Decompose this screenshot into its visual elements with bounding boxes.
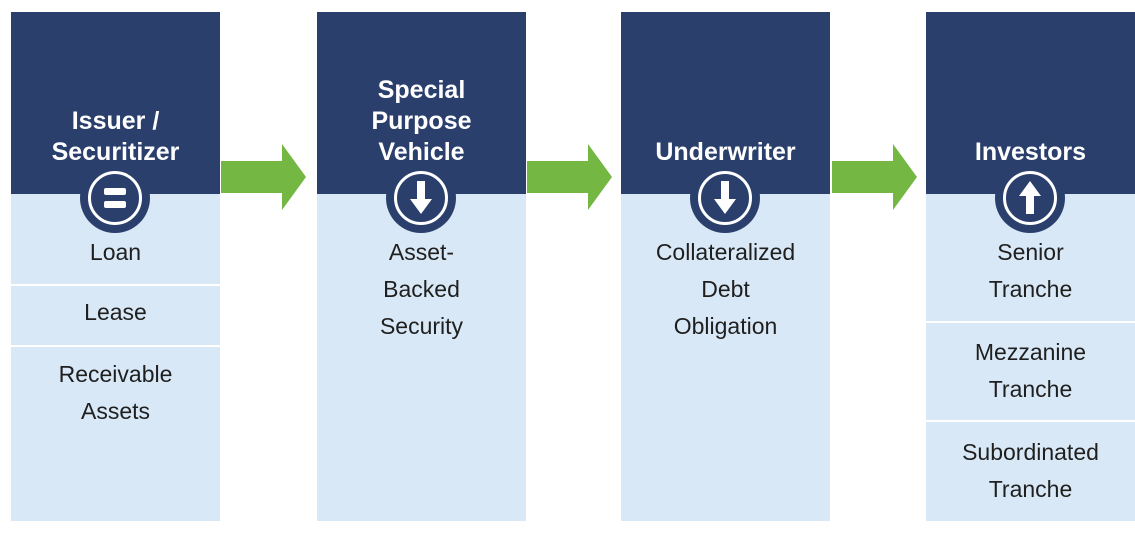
right-arrow-icon <box>832 144 917 210</box>
right-arrow-icon <box>527 144 612 210</box>
column-title: Issuer / Securitizer <box>52 106 180 168</box>
column-item-line: Lease <box>84 299 147 325</box>
column-body: Collateralized Debt Obligation <box>621 194 830 521</box>
column-item-line: Senior <box>997 239 1064 265</box>
column-special-purpose-vehicle: Special Purpose Vehicle Asset- Backed Se… <box>317 12 526 521</box>
column-item: Collateralized Debt Obligation <box>621 234 830 345</box>
column-underwriter: Underwriter Collateralized Debt Obligati… <box>621 12 830 521</box>
up-arrow-circle-icon <box>995 163 1065 233</box>
column-item-line: Subordinated <box>962 439 1099 465</box>
column-title-line: Issuer / <box>71 107 160 135</box>
column-item-line: Security <box>379 313 464 339</box>
column-item: Loan <box>11 234 220 271</box>
column-item: Lease <box>11 294 220 331</box>
column-item-line: Receivable <box>58 361 173 387</box>
column-issuer-securitizer: Issuer / Securitizer Loan Lease Receivab… <box>11 12 220 521</box>
column-item-line: Collateralized <box>655 239 796 265</box>
column-investors: Investors Senior Tranche Mezzanine Tranc… <box>926 12 1135 521</box>
column-item-line: Tranche <box>988 376 1073 402</box>
column-item-line: Mezzanine <box>974 339 1087 365</box>
column-title: Special Purpose Vehicle <box>371 75 471 168</box>
column-title: Underwriter <box>655 137 795 168</box>
column-item-line: Tranche <box>988 476 1073 502</box>
column-body: Senior Tranche Mezzanine Tranche Subordi… <box>926 194 1135 521</box>
item-divider <box>926 420 1135 422</box>
item-divider <box>926 321 1135 323</box>
item-divider <box>11 345 220 347</box>
column-item-line: Backed <box>383 276 460 302</box>
column-item-line: Tranche <box>988 276 1073 302</box>
column-item: Senior Tranche <box>926 234 1135 308</box>
down-arrow-circle-icon <box>386 163 456 233</box>
down-arrow-circle-icon <box>690 163 760 233</box>
column-item-line: Loan <box>89 239 142 265</box>
column-item-line: Assets <box>80 398 151 424</box>
column-title-line: Securitizer <box>51 138 180 166</box>
column-title-line: Underwriter <box>655 138 796 166</box>
column-item-line: Asset- <box>388 239 455 265</box>
column-item: Subordinated Tranche <box>926 434 1135 508</box>
column-title: Investors <box>975 137 1086 168</box>
column-body: Asset- Backed Security <box>317 194 526 521</box>
column-header: Special Purpose Vehicle <box>317 12 526 194</box>
column-title-line: Vehicle <box>378 138 465 166</box>
column-item: Mezzanine Tranche <box>926 334 1135 408</box>
column-item-line: Debt <box>701 276 750 302</box>
column-item: Receivable Assets <box>11 356 220 430</box>
right-arrow-icon <box>221 144 306 210</box>
column-item: Asset- Backed Security <box>317 234 526 345</box>
column-title-line: Special <box>377 76 466 104</box>
column-title-line: Purpose <box>371 107 472 135</box>
column-body: Loan Lease Receivable Assets <box>11 194 220 521</box>
column-title-line: Investors <box>974 138 1087 166</box>
column-item-line: Obligation <box>673 313 778 339</box>
item-divider <box>11 284 220 286</box>
equals-circle-icon <box>80 163 150 233</box>
